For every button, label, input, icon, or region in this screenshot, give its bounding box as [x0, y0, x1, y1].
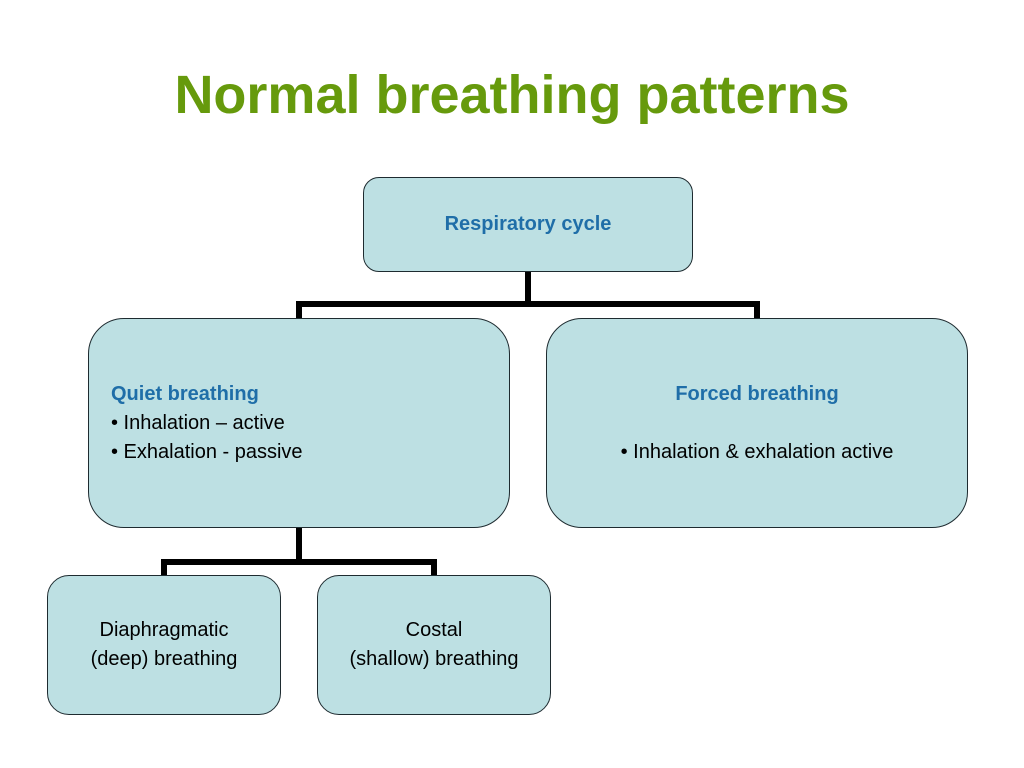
node-quiet-breathing: Quiet breathing • Inhalation – active • …	[88, 318, 510, 528]
node-respiratory-cycle: Respiratory cycle	[363, 177, 693, 272]
node-costal-breathing: Costal (shallow) breathing	[317, 575, 551, 715]
node-costal-line: Costal	[405, 619, 463, 641]
node-quiet-breathing-item: • Inhalation – active	[111, 411, 285, 434]
node-respiratory-cycle-heading: Respiratory cycle	[444, 213, 612, 235]
node-forced-breathing: Forced breathing • Inhalation & exhalati…	[546, 318, 968, 528]
node-forced-breathing-heading: Forced breathing	[675, 382, 839, 405]
node-quiet-breathing-item: • Exhalation - passive	[111, 440, 303, 463]
node-diaphragmatic-line: Diaphragmatic	[99, 619, 229, 641]
node-diaphragmatic-breathing: Diaphragmatic (deep) breathing	[47, 575, 281, 715]
node-forced-breathing-item: • Inhalation & exhalation active	[620, 440, 894, 463]
node-costal-line: (shallow) breathing	[349, 648, 519, 670]
slide-title: Normal breathing patterns	[174, 65, 850, 125]
node-diaphragmatic-line: (deep) breathing	[90, 648, 238, 670]
node-quiet-breathing-heading: Quiet breathing	[111, 382, 259, 405]
